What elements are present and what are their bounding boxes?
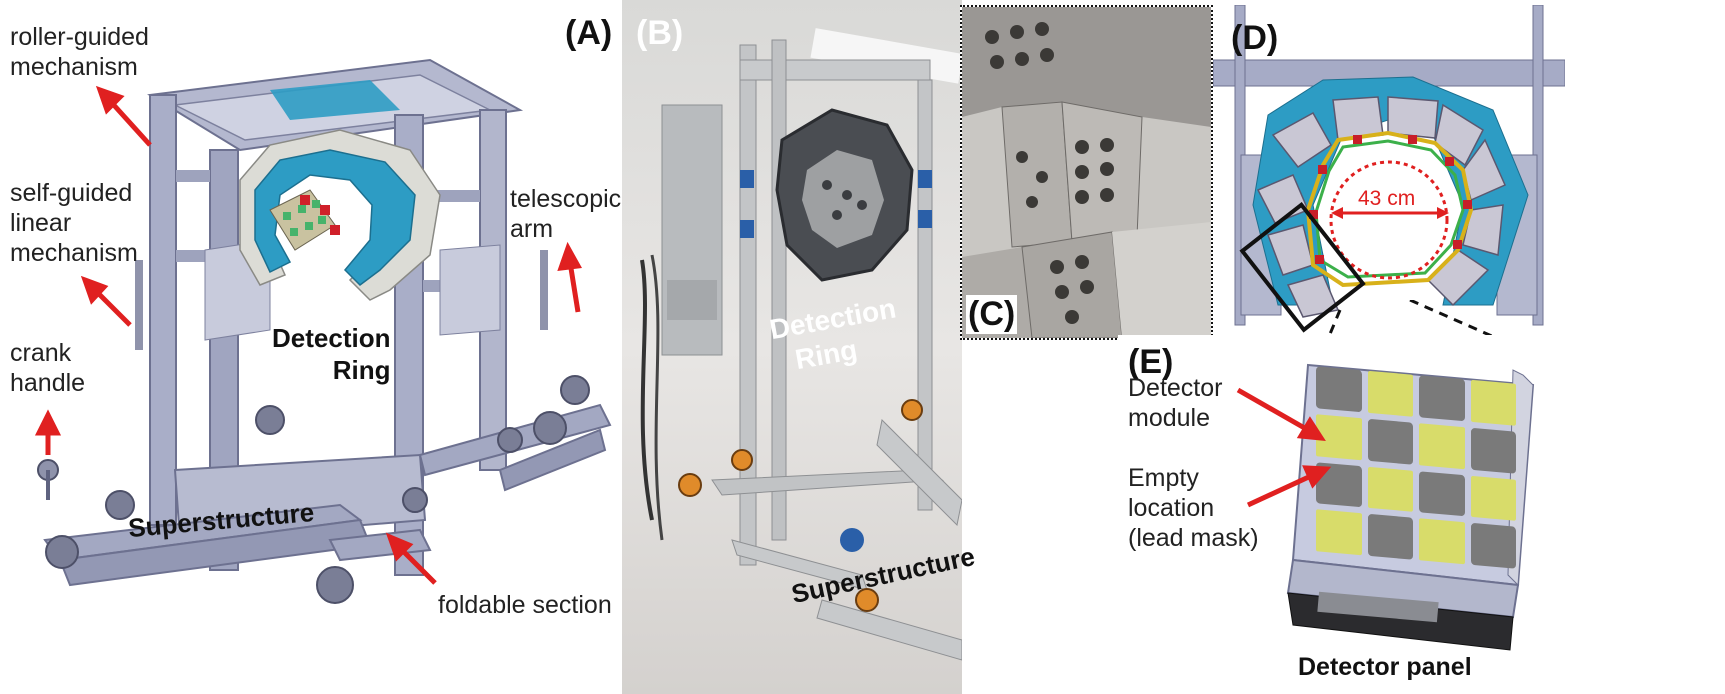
panel-c-label: (C) [966,295,1018,334]
foldable-section-label: foldable section [438,591,612,619]
diameter-label: 43 cm [1356,187,1418,211]
panel-b-label: (B) [636,14,684,52]
detection-ring-label-a: Detection Ring [272,323,391,385]
panel-e-label: (E) [1128,343,1174,381]
panel-a-render [0,0,630,694]
panel-d: (D) 43 cm [1212,4,1566,335]
detector-panel-title: Detector panel [1298,653,1472,681]
panel-d-label: (D) [1231,19,1279,57]
panel-b-photo [622,0,1079,694]
panel-c-photo [962,7,1211,339]
panel-a-label: (A) [565,14,613,52]
panel-c: (C) [960,5,1213,340]
panel-b: (B) Detection Ring Superstructure [622,0,1079,694]
panel-d-render [1212,4,1566,335]
panel-e-arrows [1236,387,1332,508]
